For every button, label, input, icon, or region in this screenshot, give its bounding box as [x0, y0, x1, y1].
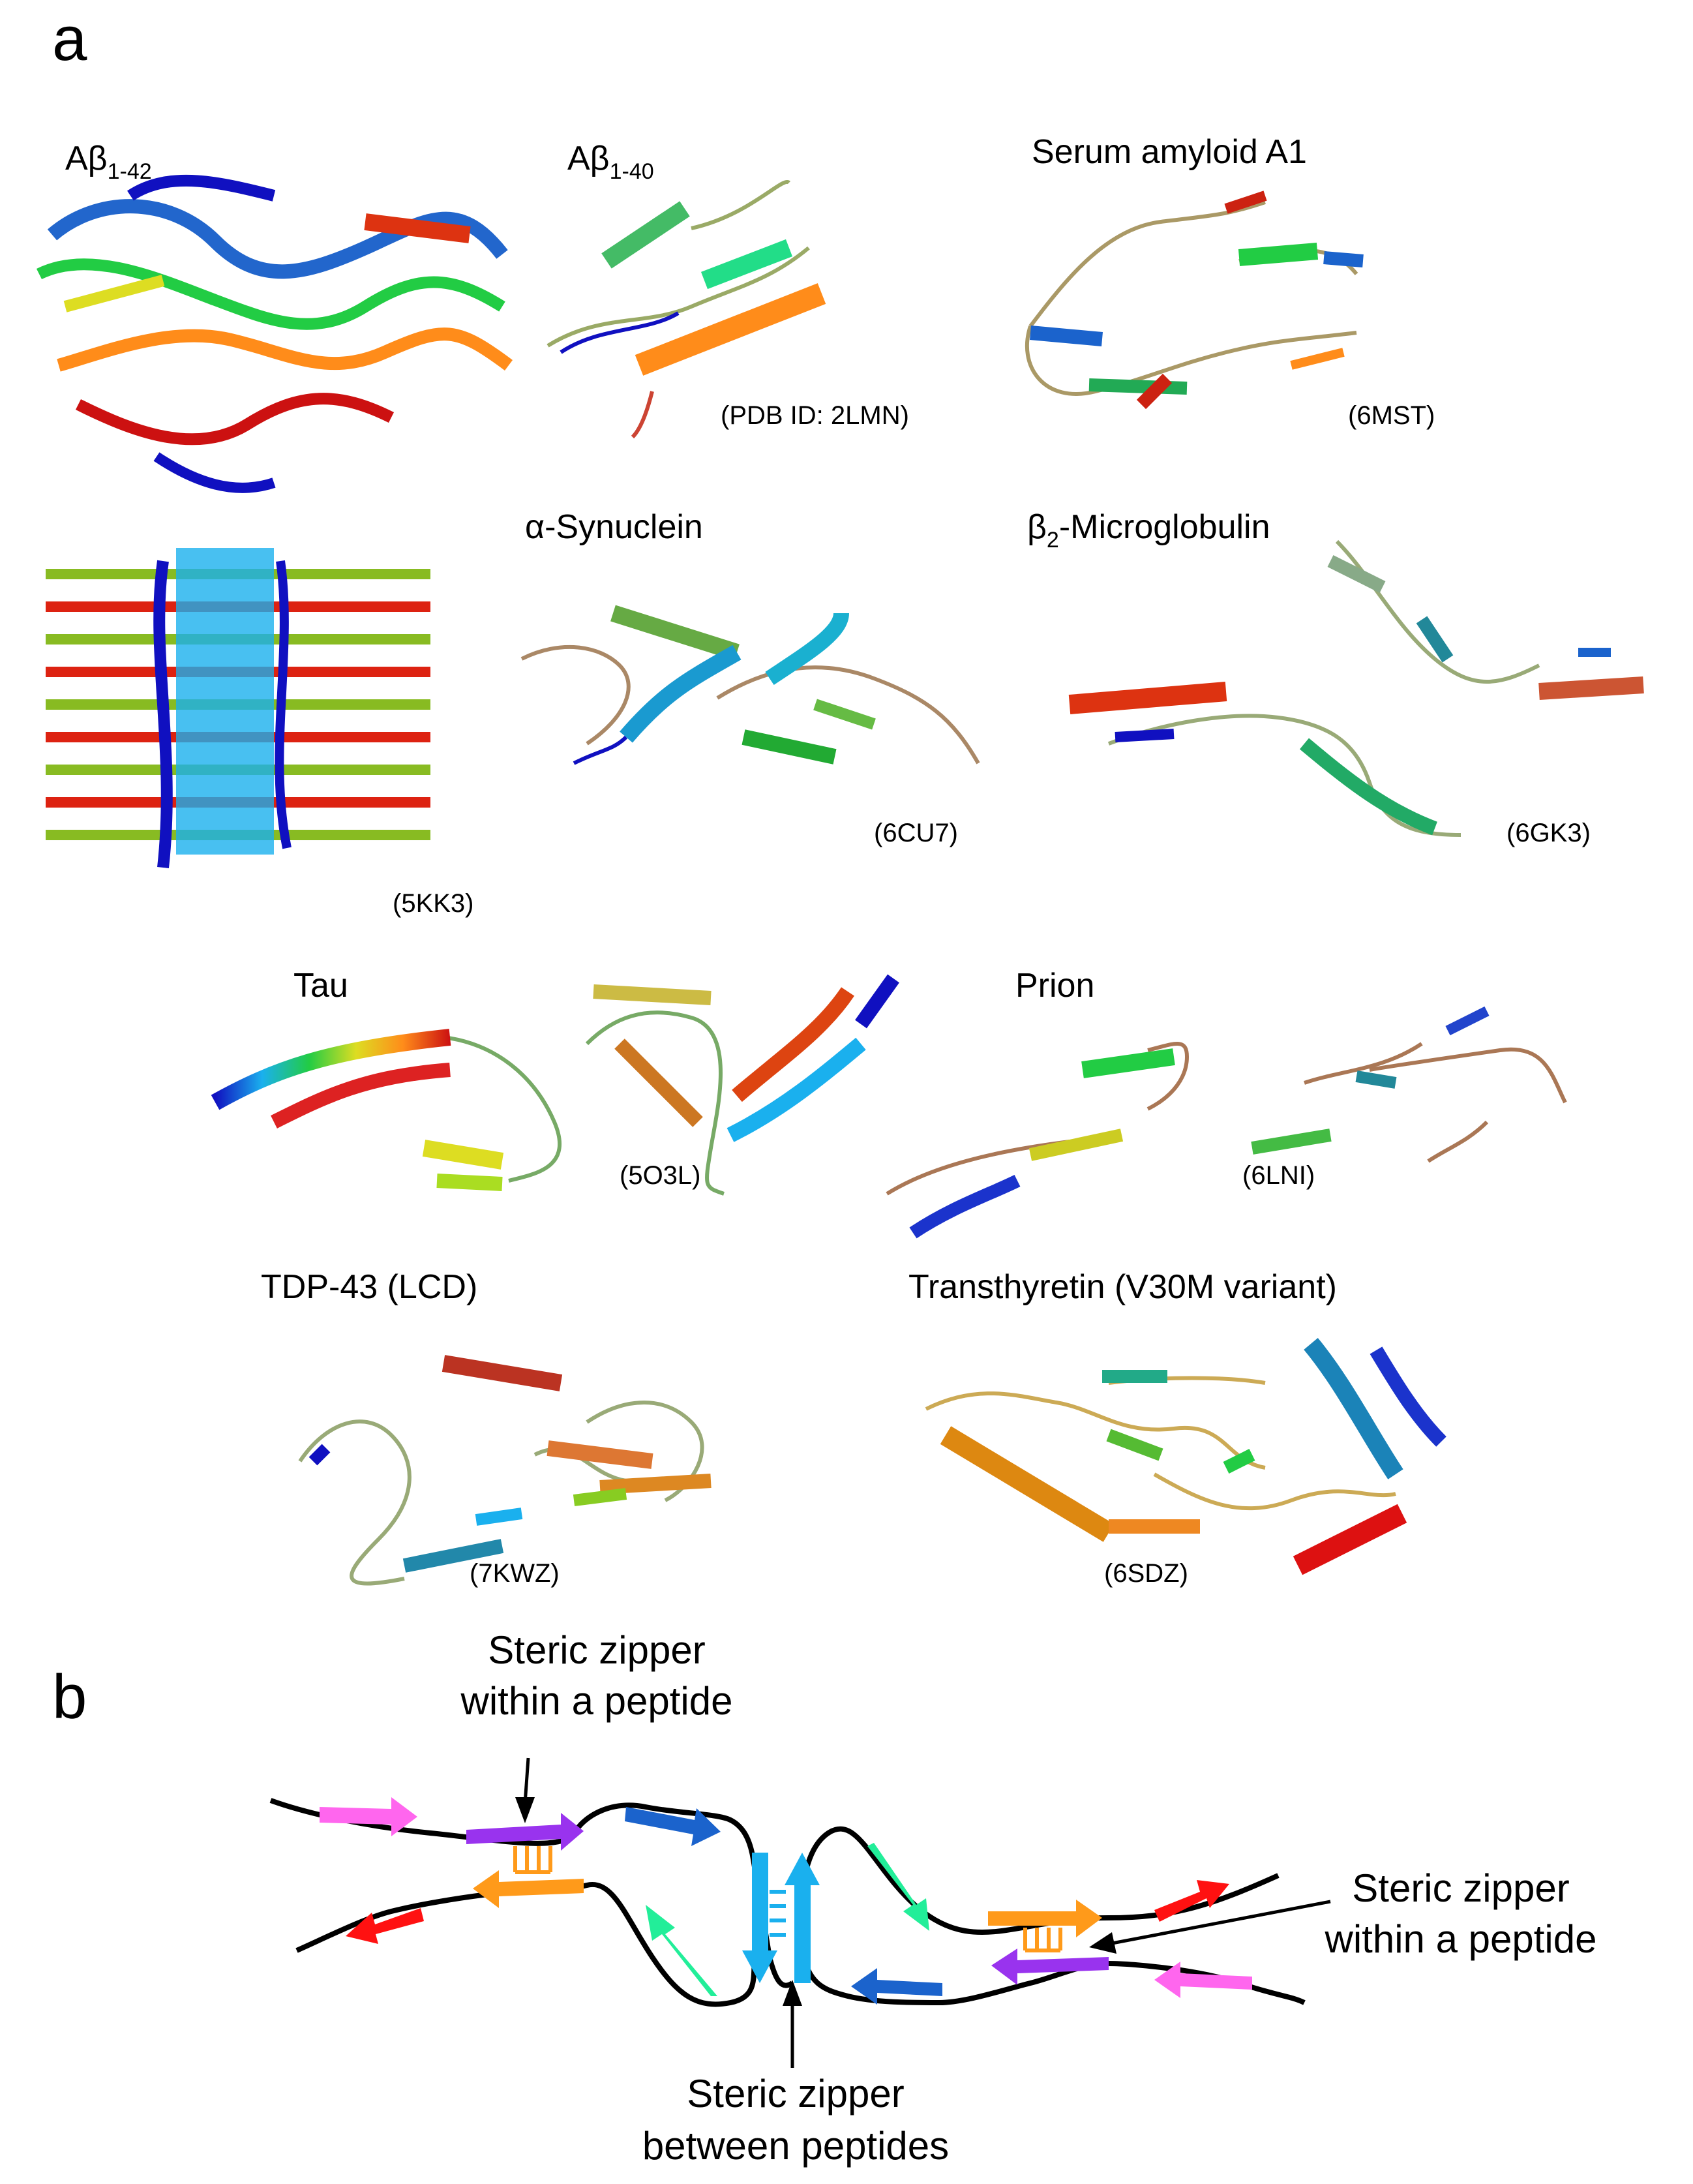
asyn-title: α-Synuclein — [525, 508, 703, 546]
tau-title: Tau — [293, 967, 348, 1005]
ab40-title: Aβ1-40 — [567, 140, 654, 184]
saa1-pdb: (6MST) — [1348, 401, 1435, 430]
arrow-purple-right — [991, 1949, 1109, 1985]
arrow-cyan-central-down — [742, 1853, 777, 1983]
arrow-red-right — [1154, 1880, 1229, 1922]
asyn-pdb: (6CU7) — [874, 819, 958, 847]
b2m-ribbon — [1068, 539, 1644, 837]
ab40-pdb: (PDB ID: 2LMN) — [721, 401, 909, 430]
ttr-title: Transthyretin (V30M variant) — [908, 1268, 1337, 1306]
ttr-ribbon — [925, 1338, 1446, 1575]
tau-ribbon — [211, 974, 899, 1196]
zipper-within-right-line1: Steric zipper — [1352, 1866, 1569, 1910]
tdp43-title: TDP-43 (LCD) — [261, 1268, 477, 1306]
prion-ribbon — [886, 1006, 1567, 1239]
arrow-blue-upper-left — [625, 1807, 721, 1846]
arrow-red-left — [346, 1908, 424, 1944]
peptide-upper-right-backbone — [800, 1826, 1280, 1935]
ab42-fibril-side-view — [46, 548, 430, 868]
b2m-pdb: (6GK3) — [1506, 819, 1591, 847]
pointer-arrows — [515, 1757, 1331, 2068]
arrow-magenta-left — [320, 1797, 417, 1836]
arrow-magenta-right — [1154, 1962, 1252, 1998]
zipper-teeth-left — [513, 1846, 552, 1874]
ab42-fibril-top-view — [36, 174, 513, 493]
prion-title: Prion — [1015, 967, 1094, 1005]
saa1-ribbon — [1025, 190, 1364, 410]
prion-pdb: (6LNI) — [1242, 1161, 1315, 1190]
tdp43-ribbon — [298, 1355, 712, 1586]
arrow-orange-right — [988, 1900, 1102, 1937]
peptide-lower-left-backbone — [295, 1881, 759, 2007]
zipper-teeth-right — [1023, 1928, 1062, 1952]
arrow-purple-left — [466, 1813, 584, 1851]
tdp43-pdb: (7KWZ) — [470, 1559, 560, 1588]
saa1-title: Serum amyloid A1 — [1032, 133, 1307, 171]
steric-zipper-schematic — [269, 1757, 1331, 2068]
peptide-upper-left-backbone — [269, 1798, 794, 1988]
arrow-cyan-central-up — [785, 1853, 820, 1983]
arrow-blue-lower-right — [851, 1968, 942, 2005]
zipper-between-line2: between peptides — [642, 2124, 949, 2168]
zipper-between-line1: Steric zipper — [687, 2072, 904, 2116]
zipper-teeth-central — [770, 1890, 786, 1937]
arrow-springgreen-right — [867, 1843, 929, 1931]
ab42-title: Aβ1-42 — [65, 140, 152, 184]
zipper-within-left-line1: Steric zipper — [488, 1628, 705, 1672]
arrow-orange-left — [473, 1870, 584, 1908]
ttr-pdb: (6SDZ) — [1104, 1559, 1188, 1588]
zipper-within-right-line2: within a peptide — [1325, 1917, 1597, 1961]
zipper-within-left-line2: within a peptide — [460, 1679, 733, 1723]
ab42-pdb: (5KK3) — [393, 889, 474, 918]
panel-b-label: b — [52, 1662, 87, 1732]
ab40-ribbon — [547, 179, 826, 439]
b2m-title: β2-Microglobulin — [1027, 508, 1270, 553]
panel-a-label: a — [52, 4, 87, 74]
tau-pdb: (5O3L) — [620, 1161, 701, 1190]
asyn-ribbon — [520, 605, 980, 765]
arrow-springgreen-left — [646, 1905, 717, 1996]
